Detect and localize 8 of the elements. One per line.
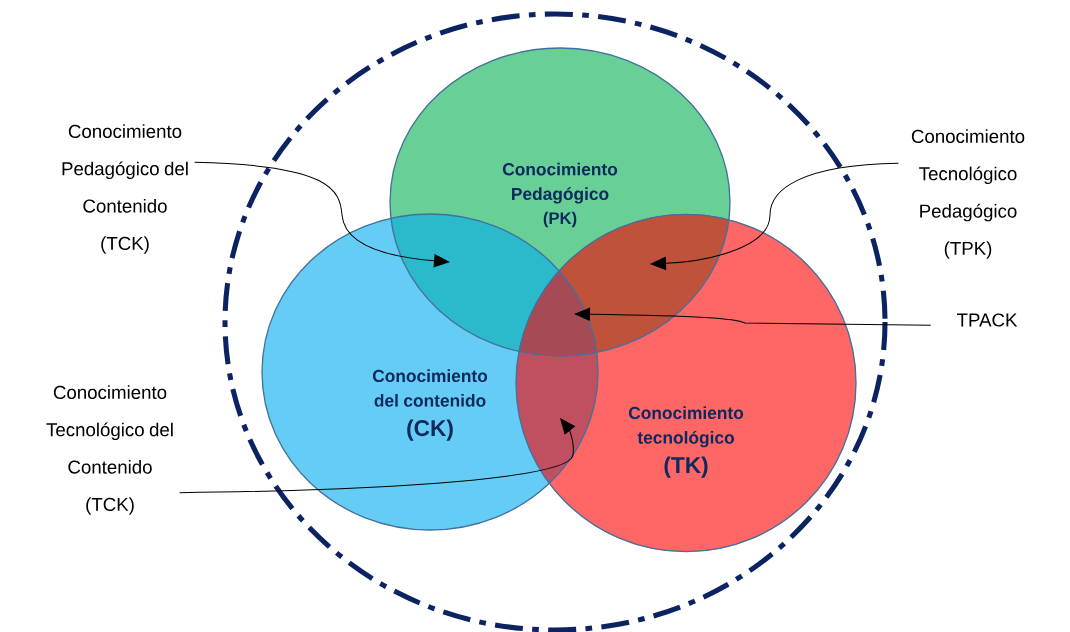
leader-arrow	[179, 418, 575, 494]
leader-arrow	[574, 307, 932, 326]
label-text: Conocimiento Tecnológico Pedagógico (TPK)	[911, 129, 1025, 259]
label-text: Conocimiento Tecnológico del Contenido (TCK)	[46, 385, 173, 515]
leader-arrow	[194, 161, 450, 268]
label-text: Conocimiento Pedagógico del Contenido (TCK)	[62, 124, 188, 254]
label-text: TPACK	[957, 313, 1018, 327]
leader-arrow	[650, 162, 899, 270]
